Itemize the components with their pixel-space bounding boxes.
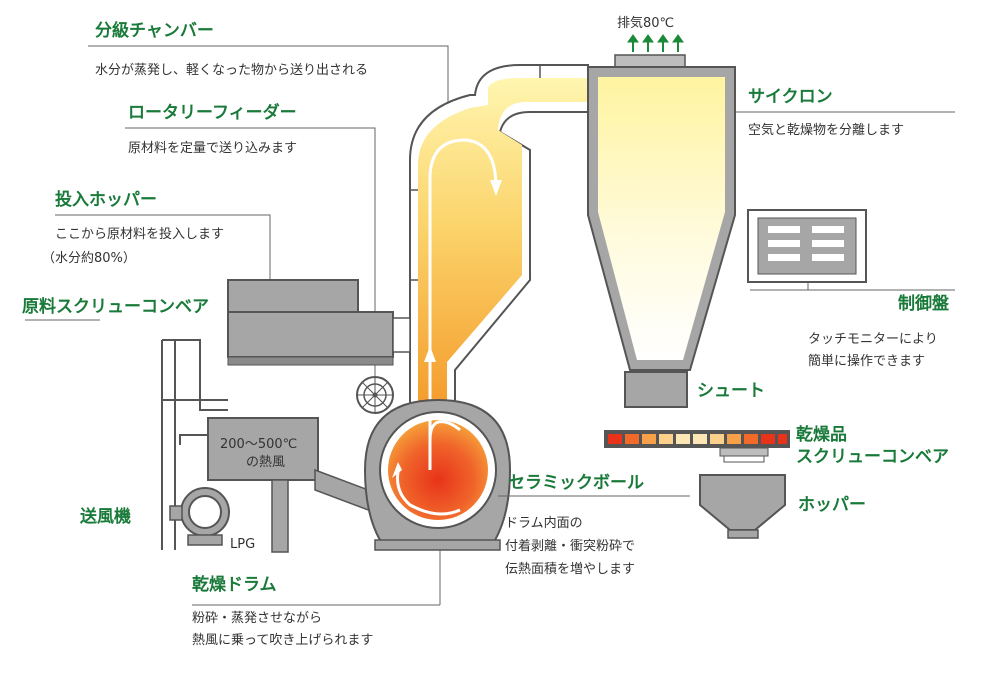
- control-panel: [747, 209, 867, 283]
- ceramic-ball-desc-3: 伝熱面積を増やします: [505, 562, 635, 577]
- input-hopper-title: 投入ホッパー: [55, 189, 157, 210]
- output-hopper-title: ホッパー: [798, 495, 866, 515]
- ceramic-ball-desc-1: ドラム内面の: [505, 515, 583, 531]
- title-rules: [55, 45, 955, 606]
- cyclone-exhaust: 排気80℃: [617, 15, 674, 31]
- exhaust-arrows: [627, 34, 684, 52]
- control-panel-desc-2: 簡単に操作できます: [808, 353, 925, 369]
- rotary-feeder-title: ロータリーフィーダー: [128, 102, 297, 123]
- hot-air-line-2: の熱風: [246, 455, 285, 470]
- rotary-feeder-desc: 原材料を定量で送り込みます: [128, 141, 297, 156]
- blower-fuel: LPG: [230, 537, 255, 552]
- cyclone: [587, 34, 736, 408]
- blower-title: 送風機: [80, 506, 131, 527]
- product-screw-conveyor: [604, 430, 790, 463]
- hot-air-generator: [179, 417, 396, 553]
- blower: [169, 487, 230, 546]
- control-panel-desc-1: タッチモニターにより: [808, 332, 938, 347]
- classifier-chamber-title: 分級チャンバー: [95, 20, 214, 41]
- cyclone-desc: 空気と乾燥物を分離します: [748, 122, 904, 138]
- rotary-feeder: [356, 376, 394, 414]
- input-hopper-desc-1: ここから原材料を投入します: [55, 226, 224, 242]
- hot-air-line-1: 200〜500℃: [220, 437, 297, 452]
- drying-drum: [363, 398, 512, 551]
- input-hopper-desc-2: （水分約80%）: [42, 251, 136, 266]
- dry-drum-desc-1: 粉砕・蒸発させながら: [192, 611, 322, 626]
- cyclone-title: サイクロン: [748, 87, 833, 107]
- output-hopper: [699, 474, 786, 539]
- control-panel-title: 制御盤: [898, 293, 950, 314]
- dry-drum-desc-2: 熱風に乗って吹き上げられます: [192, 633, 373, 648]
- ceramic-ball-title: セラミックボール: [508, 473, 644, 493]
- chute-title: シュート: [697, 381, 765, 401]
- dry-drum-title: 乾燥ドラム: [192, 574, 277, 595]
- screw-conveyor-title: 原料スクリューコンベア: [22, 296, 209, 317]
- product-conveyor-title-2: スクリューコンベア: [796, 447, 949, 467]
- classifier-chamber-desc: 水分が蒸発し、軽くなった物から送り出される: [95, 63, 368, 78]
- input-hopper: [227, 279, 411, 366]
- classifier-chamber: [409, 64, 589, 421]
- ceramic-ball-desc-2: 付着剥離・衝突粉砕で: [505, 538, 635, 554]
- product-conveyor-title-1: 乾燥品: [796, 424, 847, 445]
